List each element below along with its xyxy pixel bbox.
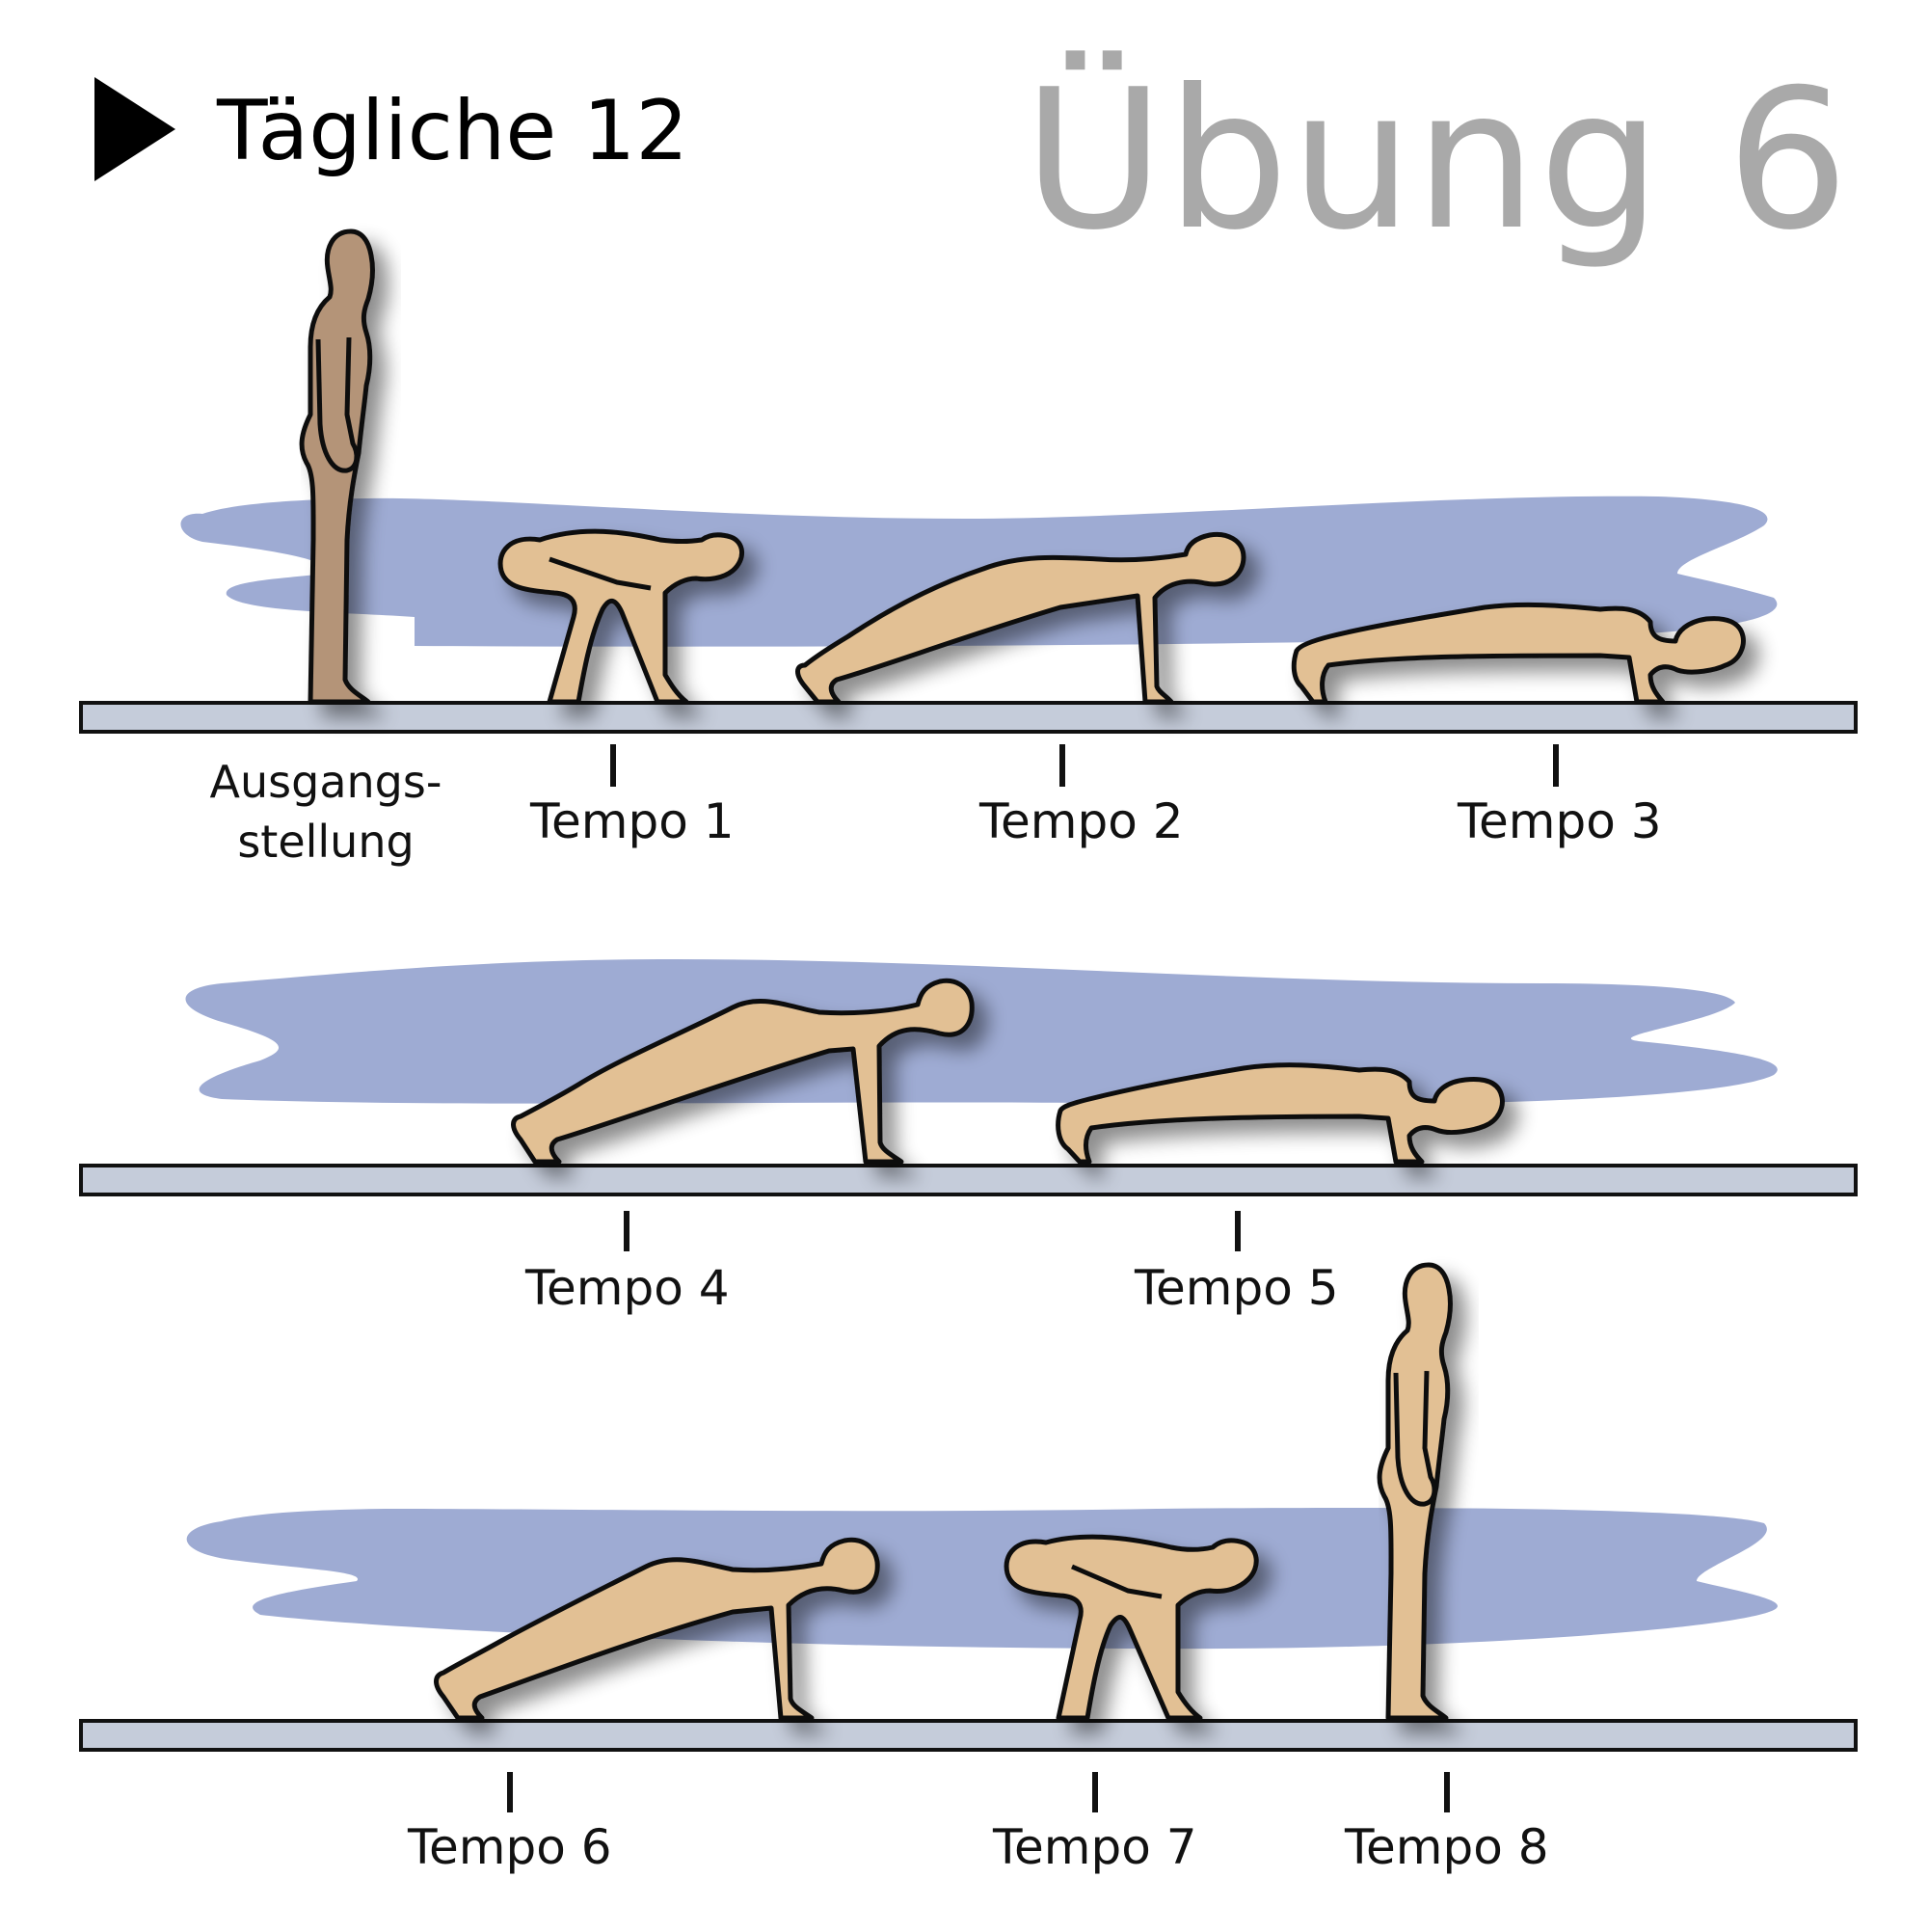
figure-plank-low-tempo-5 xyxy=(1056,1062,1505,1165)
floor-row-2 xyxy=(79,1164,1858,1196)
step-label-start-line-2: stellung xyxy=(237,816,415,868)
play-triangle-icon xyxy=(94,77,175,181)
floor-row-3 xyxy=(79,1719,1858,1752)
step-label-tempo-8: Tempo 8 xyxy=(1345,1819,1549,1875)
figure-plank-high-tempo-6 xyxy=(434,1537,880,1721)
background-blob-row-2 xyxy=(185,959,1778,1106)
step-label-start-line-1: Ausgangs- xyxy=(209,756,442,808)
floor-row-1 xyxy=(79,701,1858,734)
figure-crouch-tempo-1 xyxy=(497,528,744,705)
step-label-tempo-2: Tempo 2 xyxy=(979,793,1184,849)
figure-plank-high-tempo-2 xyxy=(795,531,1246,705)
figure-plank-high-tempo-4 xyxy=(511,978,975,1165)
series-title: Tägliche 12 xyxy=(217,83,689,179)
step-label-tempo-5: Tempo 5 xyxy=(1135,1260,1339,1316)
exercise-title: Übung 6 xyxy=(1023,48,1851,273)
figure-crouch-tempo-7 xyxy=(1004,1534,1259,1721)
step-label-tempo-6: Tempo 6 xyxy=(408,1819,612,1875)
tick-marks xyxy=(507,744,1559,1812)
step-label-tempo-1: Tempo 1 xyxy=(530,793,735,849)
step-label-start: Ausgangs- stellung xyxy=(172,752,480,872)
background-blob-row-3 xyxy=(186,1507,1778,1650)
figure-plank-low-tempo-3 xyxy=(1291,602,1746,705)
figure-standing-start xyxy=(299,228,375,705)
step-label-tempo-4: Tempo 4 xyxy=(525,1260,730,1316)
step-label-tempo-3: Tempo 3 xyxy=(1458,793,1662,849)
figure-standing-tempo-8 xyxy=(1377,1262,1453,1721)
step-label-tempo-7: Tempo 7 xyxy=(993,1819,1197,1875)
